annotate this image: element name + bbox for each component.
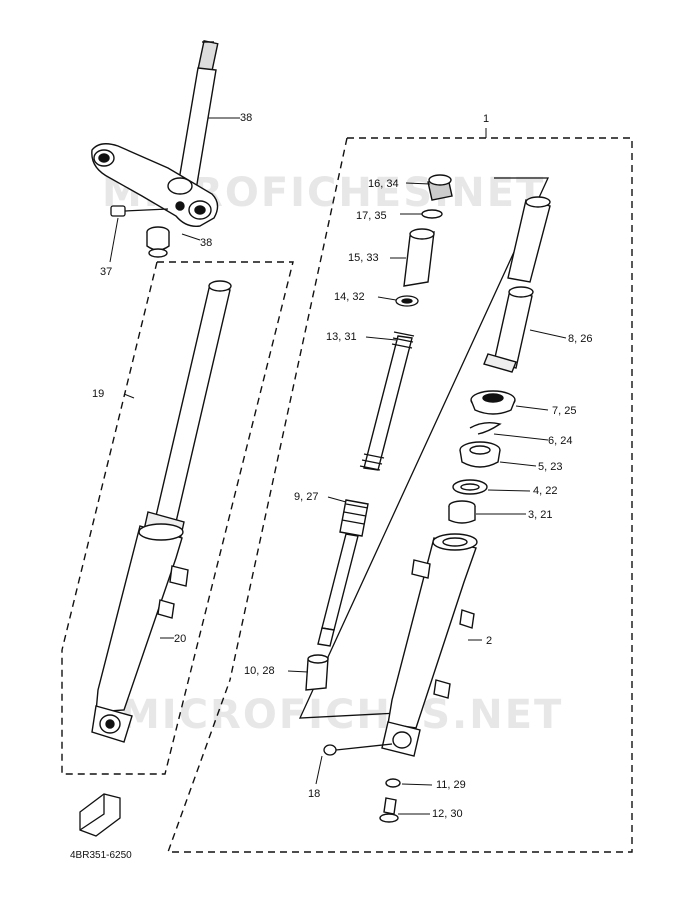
o-ring [421,209,443,219]
drawing-code: 4BR351-6250 [70,850,132,861]
callout-15-33: 15, 33 [348,252,379,264]
stem-collar [146,226,170,258]
oil-seal [459,441,501,468]
callout-7-25: 7, 25 [552,405,577,417]
callout-1: 1 [483,113,490,125]
outer-tube [381,533,478,757]
callout-6-24: 6, 24 [548,435,573,447]
spacer [403,228,435,287]
callout-19: 19 [92,388,105,400]
fork-spring [359,331,415,471]
front-arrow-icon [79,793,121,837]
left-fork-assembly [91,280,232,743]
callout-18: 18 [308,788,321,800]
callout-14-32: 14, 32 [334,291,365,303]
circlip [469,421,502,435]
callout-5-23: 5, 23 [538,461,563,473]
callout-4-22: 4, 22 [533,485,558,497]
drain-bolt [323,743,393,756]
washer [395,295,419,307]
seal-washer [452,479,488,495]
callout-3-21: 3, 21 [528,509,553,521]
inner-tube [483,196,551,373]
clamp-bolt-37 [110,205,169,217]
base-washer [385,778,401,788]
inner-outline [298,177,550,719]
callout-37: 37 [100,266,113,278]
damper-rod [317,499,369,647]
cap-bolt [427,174,453,201]
callout-12-30: 12, 30 [432,808,463,820]
steering-stem [91,40,219,227]
leader-lines [109,117,567,815]
group-outline-19 [61,261,294,775]
callout-2: 2 [486,635,493,647]
bushing [448,500,476,524]
watermark-bottom: MICROFICHES.NET [120,692,564,738]
callout-17-35: 17, 35 [356,210,387,222]
callout-16-34: 16, 34 [368,178,399,190]
callout-38-stem: 38 [240,112,253,124]
dust-seal [470,390,516,415]
callout-8-26: 8, 26 [568,333,593,345]
callout-10-28: 10, 28 [244,665,275,677]
callout-20: 20 [174,633,187,645]
oil-lock-piece [305,654,329,691]
base-bolt [379,797,399,823]
callout-9-27: 9, 27 [294,491,319,503]
callout-38-collar: 38 [200,237,213,249]
group-outline-1 [167,137,633,853]
callout-13-31: 13, 31 [326,331,357,343]
callout-11-29: 11, 29 [436,779,466,791]
